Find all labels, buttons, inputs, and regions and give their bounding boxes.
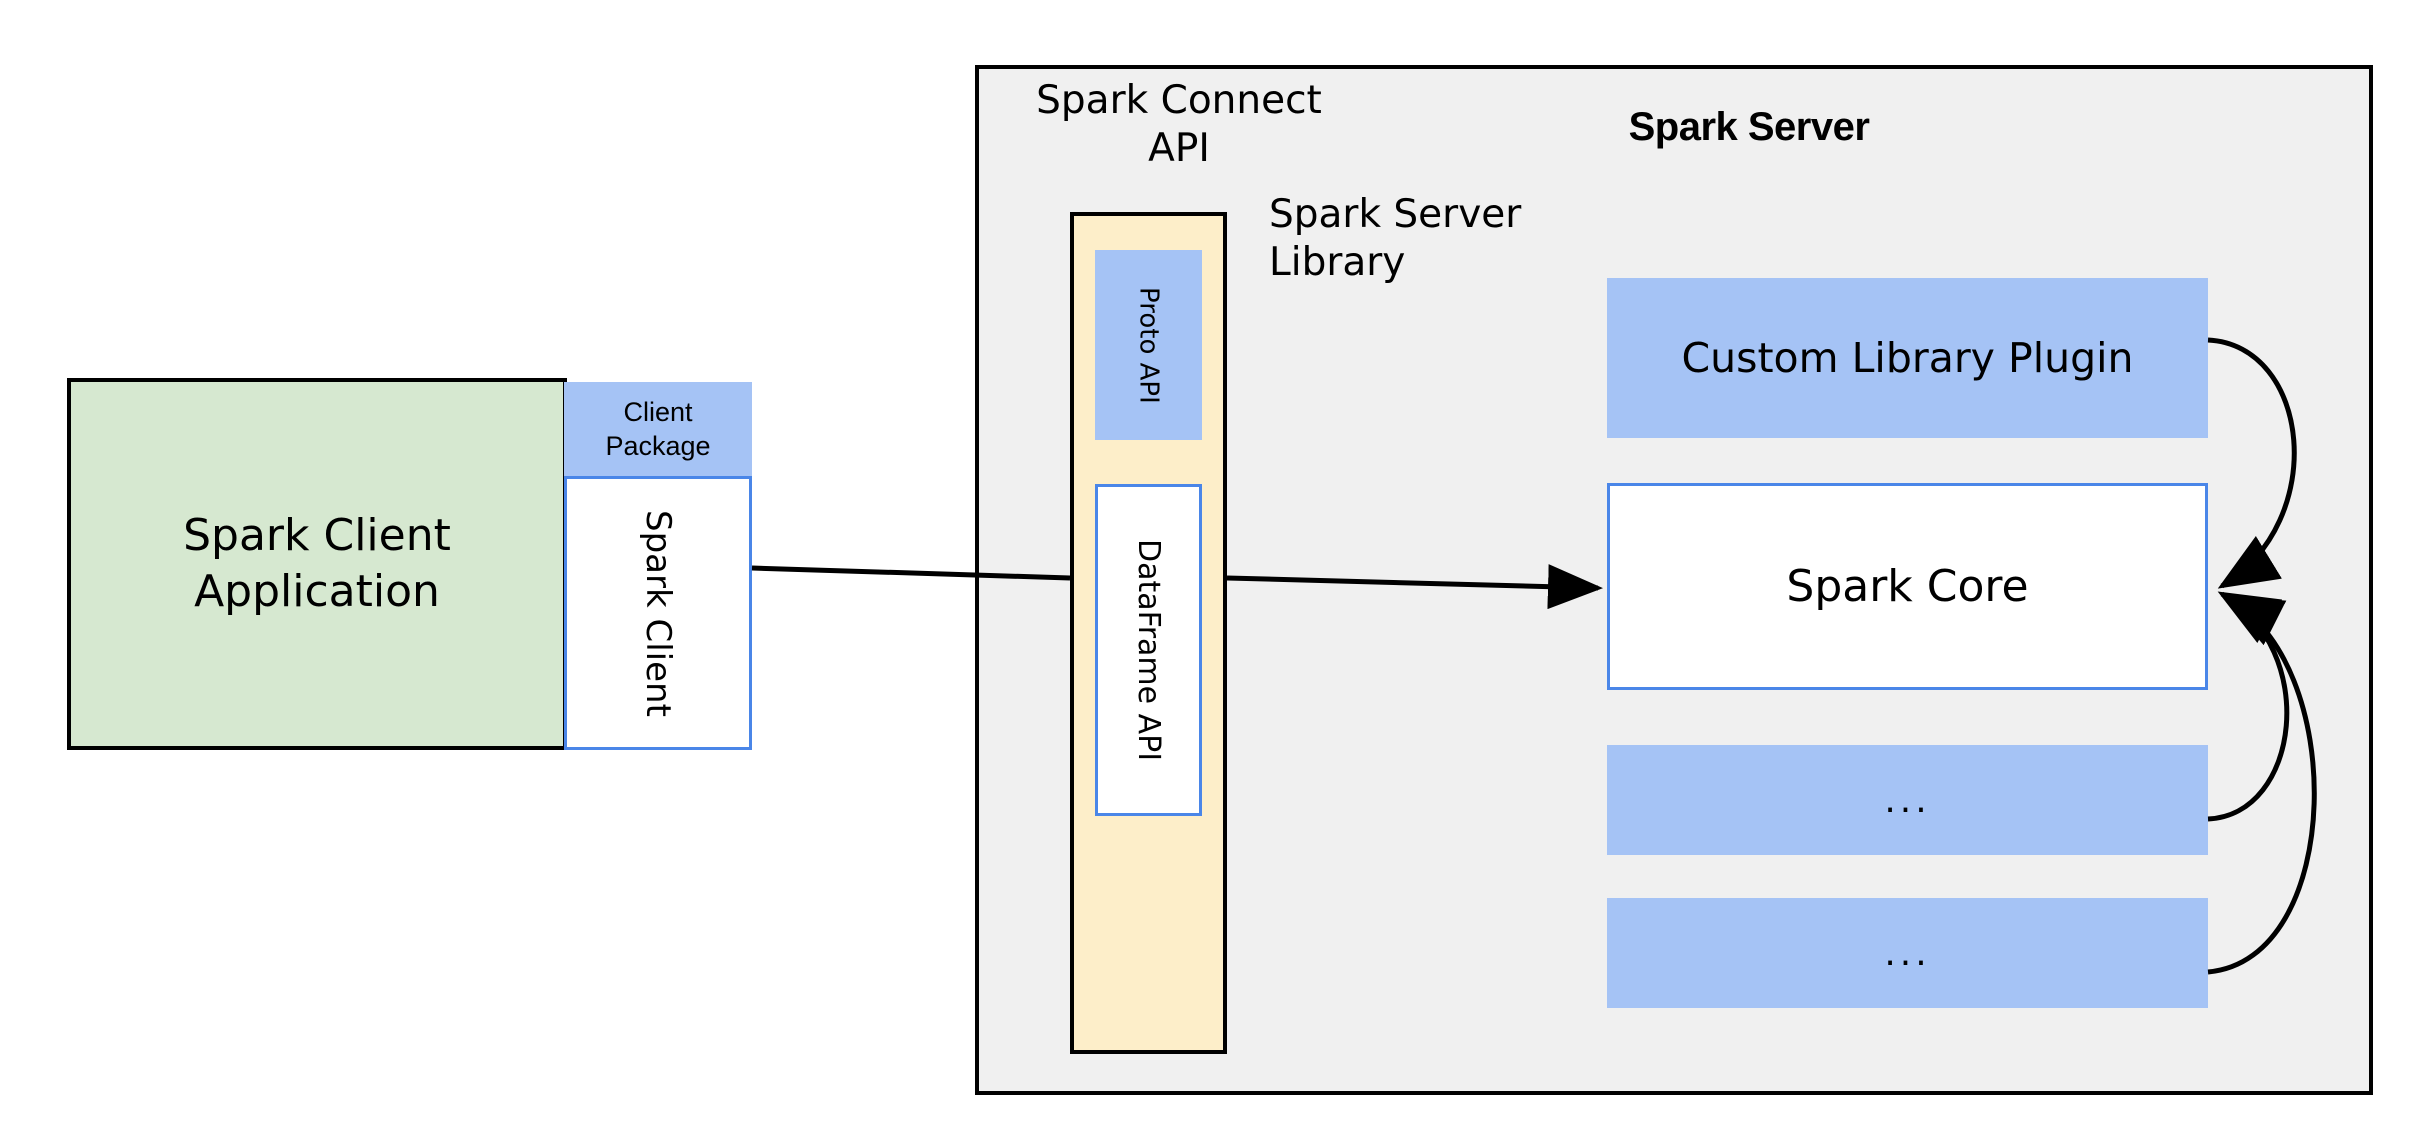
- custom-library-plugin-label: Custom Library Plugin: [1681, 334, 2134, 382]
- spark-client-label: Spark Client: [638, 509, 678, 717]
- dataframe-api-box[interactable]: DataFrame API: [1095, 484, 1202, 816]
- proto-api-box[interactable]: Proto API: [1095, 250, 1202, 440]
- spark-server-library-label: Spark Server Library: [1269, 192, 1522, 285]
- spark-server-title: Spark Server: [1628, 105, 1870, 149]
- custom-library-plugin-box[interactable]: Custom Library Plugin: [1607, 278, 2208, 438]
- client-package-label: Client Package: [605, 397, 711, 461]
- server-component-ellipsis-1-label: ...: [1884, 779, 1931, 821]
- client-package-box[interactable]: Client Package: [564, 382, 752, 476]
- spark-client-application-box[interactable]: Spark Client Application: [67, 378, 567, 750]
- spark-core-label: Spark Core: [1786, 561, 2029, 612]
- proto-api-label: Proto API: [1133, 286, 1164, 404]
- server-component-ellipsis-2-label: ...: [1884, 932, 1931, 974]
- spark-connect-api-label: Spark Connect API: [1036, 78, 1322, 171]
- server-component-ellipsis-1-box[interactable]: ...: [1607, 745, 2208, 855]
- server-component-ellipsis-2-box[interactable]: ...: [1607, 898, 2208, 1008]
- dataframe-api-label: DataFrame API: [1131, 538, 1166, 762]
- spark-client-application-label: Spark Client Application: [183, 510, 451, 617]
- spark-server-library-container[interactable]: Proto API DataFrame API: [1070, 212, 1227, 1054]
- spark-client-box[interactable]: Spark Client: [564, 476, 752, 750]
- spark-core-box[interactable]: Spark Core: [1607, 483, 2208, 690]
